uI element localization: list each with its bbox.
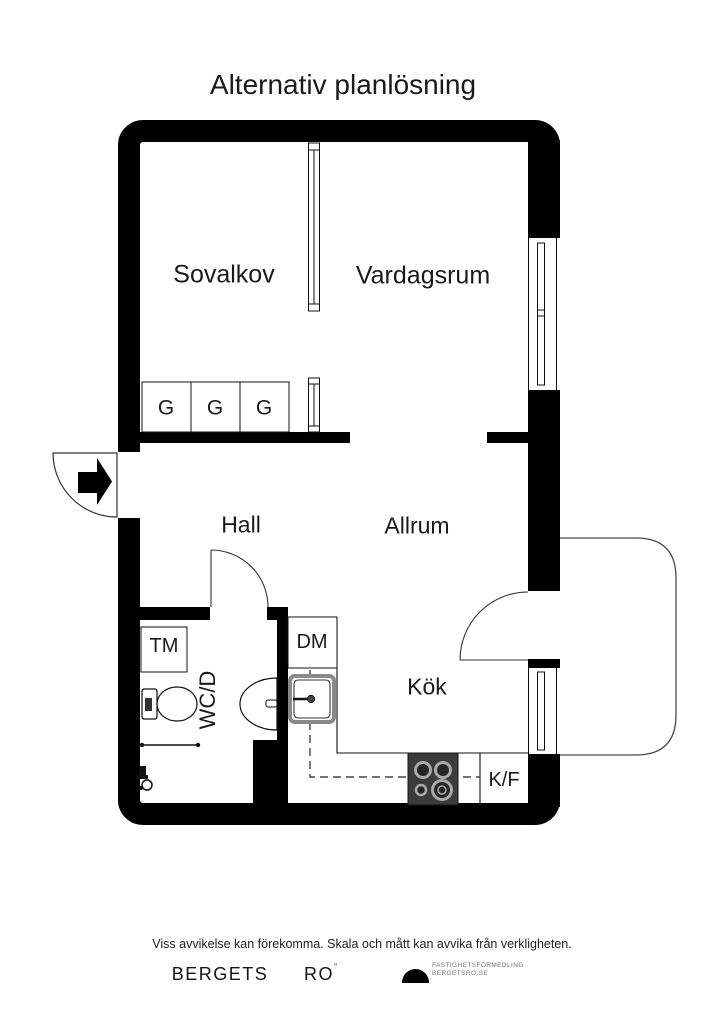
dishwasher-box: [287, 616, 338, 669]
room-label-wcd: WC/D: [195, 670, 220, 730]
wall-openings: [116, 238, 562, 754]
room-label-kok: Kök: [407, 673, 447, 700]
brand-name-right: RO: [304, 964, 334, 984]
window-kok: [528, 668, 557, 754]
wardrobe-label-1: G: [157, 396, 175, 420]
shower-mixer-icon: [136, 766, 153, 791]
interior-walls: [140, 432, 528, 807]
wc-door: [210, 549, 269, 608]
agency-line-1: FASTIGHETSFÖRMEDLING: [432, 962, 524, 969]
washing-machine-box: [140, 626, 188, 673]
fridge-freezer-label: K/F: [488, 769, 520, 791]
entrance-door: [52, 452, 118, 518]
agency-line-2: BERGETSRO.SE: [432, 970, 489, 978]
brand-name-left: BERGETS: [171, 964, 269, 984]
room-label-vardagsrum: Vardagsrum: [355, 261, 491, 290]
agency-logo-icon: [402, 969, 429, 983]
page-title: Alternativ planlösning: [209, 69, 477, 100]
stove-icon: [407, 752, 459, 806]
toilet-icon: [141, 686, 198, 722]
agency-text: FASTIGHETSFÖRMEDLING BERGETSRO.SE: [432, 962, 524, 978]
washing-machine-label: TM: [149, 635, 179, 657]
room-label-sovalkov: Sovalkov: [173, 260, 275, 289]
disclaimer-text: Viss avvikelse kan förekomma. Skala och …: [152, 936, 572, 951]
towel-rail-icon: [139, 742, 201, 748]
window-vardagsrum: [528, 238, 557, 390]
dishwasher-label: DM: [296, 631, 328, 653]
wardrobe-label-2: G: [206, 396, 224, 420]
balcony-outline: [554, 537, 677, 756]
kitchen-sink-icon: [288, 674, 336, 724]
room-label-hall: Hall: [221, 511, 261, 538]
balcony-door: [459, 591, 529, 661]
wardrobe-label-3: G: [255, 396, 273, 420]
washbasin-icon: [239, 677, 278, 731]
partition-sovalkov-vardagsrum: [308, 142, 320, 433]
entry-direction-arrow-icon: [78, 458, 112, 505]
wardrobe-boxes: [141, 381, 290, 433]
brand-trademark: ”: [334, 962, 337, 972]
room-label-allrum: Allrum: [384, 512, 450, 539]
